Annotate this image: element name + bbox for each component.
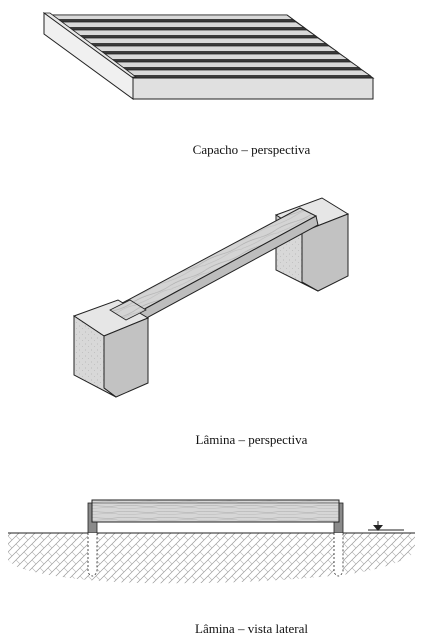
mat-front-face xyxy=(132,77,374,100)
plank-perspective-drawing xyxy=(72,197,350,398)
mat-perspective-drawing xyxy=(42,12,375,100)
caption-mat-perspective: Capacho – perspectiva xyxy=(192,142,311,157)
caption-plank-perspective: Lâmina – perspectiva xyxy=(195,432,308,447)
mat-left-face xyxy=(43,12,134,100)
water-level-triangle-icon xyxy=(368,521,404,531)
plank-side xyxy=(91,499,340,523)
plank-left-end-on-block xyxy=(109,299,147,321)
ground-hatch xyxy=(8,533,415,584)
caption-plank-side-view: Lâmina – vista lateral xyxy=(195,621,308,636)
plank-side-view-drawing xyxy=(8,499,415,584)
right-support-block xyxy=(274,197,350,292)
